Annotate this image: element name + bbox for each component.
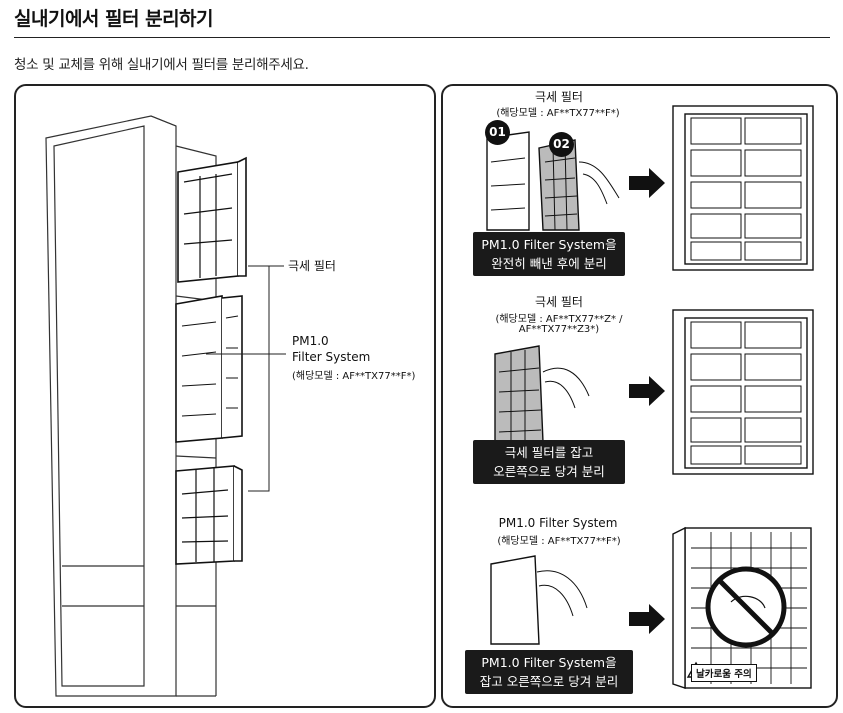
step2-model-line1: (해당모델 : AF**TX77**Z* / [495, 314, 623, 325]
filter-frame-step2 [672, 309, 814, 475]
filter-frame-step1 [672, 105, 814, 271]
page-title: 실내기에서 필터 분리하기 [14, 8, 214, 30]
page-subtitle: 청소 및 교체를 위해 실내기에서 필터를 분리해주세요. [14, 57, 309, 73]
step3-model: (해당모델 : AF**TX77**F*) [497, 536, 621, 547]
arrow-right-icon [629, 604, 665, 634]
step3-illustration [490, 555, 588, 645]
removal-steps-panel: 극세 필터 (해당모델 : AF**TX77**F*) 01 02 PM1.0 … [441, 84, 838, 708]
unit-illustration-panel: 극세 필터 PM1.0 Filter System (해당모델 : AF**TX… [14, 84, 436, 708]
step1-badge-02: 02 [549, 132, 574, 157]
prohibited-icon [705, 566, 787, 648]
fine-filter-label: 극세 필터 [288, 259, 336, 273]
indoor-unit-illustration [45, 115, 286, 697]
step1-badge-01: 01 [485, 120, 510, 145]
step2-caption-line2: 오른쪽으로 당겨 분리 [493, 464, 605, 479]
step1-caption: PM1.0 Filter System을 완전히 빼낸 후에 분리 [473, 232, 625, 276]
step2-caption-line1: 극세 필터를 잡고 [504, 445, 594, 460]
step2-title: 극세 필터 [535, 295, 583, 309]
step1-caption-line1: PM1.0 Filter System을 [481, 237, 617, 252]
arrow-right-icon [629, 376, 665, 406]
pm-system-label-line2: Filter System [292, 350, 371, 364]
arrow-right-icon [629, 168, 665, 198]
step2-caption: 극세 필터를 잡고 오른쪽으로 당겨 분리 [473, 440, 625, 484]
pm-system-model-label: (해당모델 : AF**TX77**F*) [292, 371, 416, 382]
pm-system-label-line1: PM1.0 [292, 334, 329, 348]
step2-model-line2: AF**TX77**Z3*) [518, 324, 600, 335]
sharp-edge-warning: 날카로움 주의 [691, 664, 757, 682]
step3-title: PM1.0 Filter System [498, 516, 618, 530]
step3-caption-line2: 잡고 오른쪽으로 당겨 분리 [479, 674, 619, 689]
step1-caption-line2: 완전히 빼낸 후에 분리 [491, 256, 607, 271]
step2-illustration [494, 345, 590, 443]
step1-title: 극세 필터 [535, 90, 583, 104]
step1-model: (해당모델 : AF**TX77**F*) [496, 108, 620, 119]
step3-caption: PM1.0 Filter System을 잡고 오른쪽으로 당겨 분리 [465, 650, 633, 694]
title-divider [14, 37, 830, 38]
step3-caption-line1: PM1.0 Filter System을 [481, 655, 617, 670]
step1-illustration [486, 131, 620, 231]
